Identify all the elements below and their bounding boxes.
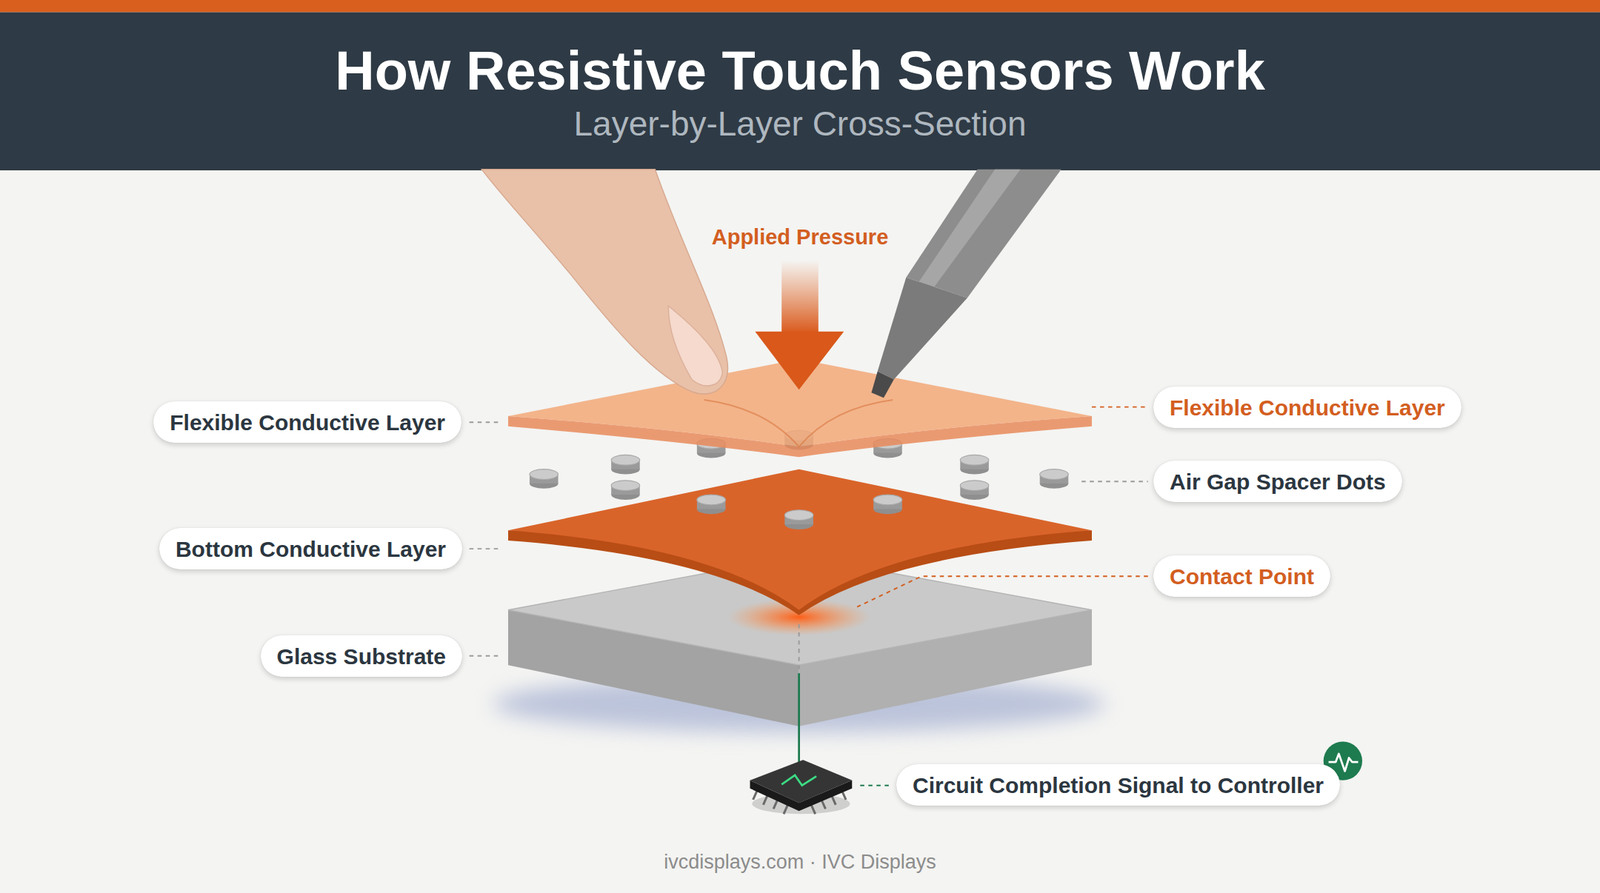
leader-line: [860, 785, 891, 787]
callout-pill: Air Gap Spacer Dots: [1153, 460, 1403, 503]
stylus-cone: [877, 277, 968, 380]
leader-line: [857, 576, 1149, 607]
signal-dash: [798, 624, 800, 674]
stylus-highlight: [918, 169, 1021, 289]
spacer-dot: [960, 454, 989, 475]
stylus-tip: [871, 371, 894, 398]
pressure-label: Applied Pressure: [711, 225, 889, 250]
leader-line: [469, 548, 500, 550]
leader-line: [469, 421, 500, 423]
callout-text: Bottom Conductive Layer: [175, 537, 446, 562]
leader-line: [469, 655, 500, 658]
callout-text: Flexible Conductive Layer: [1169, 395, 1446, 420]
spacer-dot: [1040, 469, 1069, 489]
fingernail: [668, 305, 723, 386]
callout-text: Glass Substrate: [277, 644, 446, 669]
finger: [481, 169, 728, 395]
watermark: ivcdisplays.com · IVC Displays: [663, 851, 937, 875]
pressure-arrow-shaft: [781, 260, 819, 334]
pulse-symbol: [1328, 754, 1359, 772]
stylus-body: [905, 169, 1061, 299]
callout-pill: Circuit Completion Signal to Controller: [896, 764, 1340, 806]
leader-line: [1081, 480, 1149, 483]
leader-line: [1091, 406, 1149, 409]
callout-pill: Flexible Conductive Layer: [153, 401, 462, 443]
spacer-dot: [784, 510, 814, 530]
illustration-group: [0, 0, 1600, 815]
spacer-dot: [529, 469, 559, 489]
callout-pill: Glass Substrate: [260, 635, 463, 678]
callout-pill: Bottom Conductive Layer: [159, 528, 463, 570]
callout-pill: Flexible Conductive Layer: [1153, 386, 1462, 429]
layer-crease: [704, 400, 894, 447]
header-band: [0, 12, 1600, 172]
pressure-arrow-head: [754, 331, 844, 391]
spacer-dot: [611, 480, 640, 500]
callout-pill: Contact Point: [1153, 555, 1331, 598]
diagram-title: How Resistive Touch Sensors Work: [334, 39, 1266, 103]
accent-bar: [0, 0, 1600, 13]
callout-text: Flexible Conductive Layer: [169, 410, 446, 435]
spacer-dot: [611, 454, 640, 475]
signal-wire: [797, 673, 800, 763]
controller-chip: [749, 760, 852, 803]
chip-signal-symbol: [781, 775, 817, 786]
callout-text: Air Gap Spacer Dots: [1169, 469, 1386, 495]
spacer-dot: [960, 480, 989, 500]
callout-text: Circuit Completion Signal to Controller: [912, 773, 1324, 798]
callout-text: Contact Point: [1169, 564, 1315, 589]
bottom-conductive-layer: [508, 469, 1092, 611]
spacer-dot: [697, 494, 726, 515]
spacer-dot: [873, 494, 903, 515]
subtitle: Layer-by-Layer Cross-Section: [573, 104, 1026, 144]
